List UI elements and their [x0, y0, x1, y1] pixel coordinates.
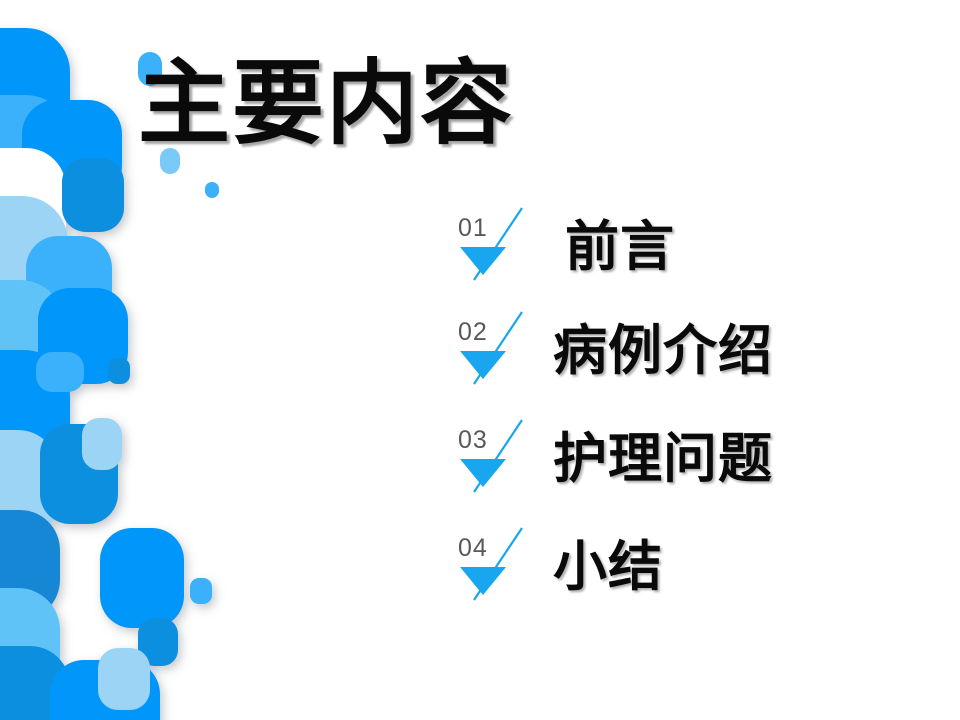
decorative-blob-16	[100, 528, 184, 628]
decorative-blob-18	[0, 588, 60, 698]
triangle-down-icon	[460, 459, 506, 487]
decorative-blob-4	[62, 158, 124, 232]
slash-line	[473, 207, 523, 281]
agenda-item-02[interactable]: 02 病例介绍	[452, 310, 952, 414]
agenda-marker: 02	[452, 310, 548, 390]
agenda-list: 01 前言 02 病例介绍 03 护理问题 04 小结	[452, 206, 952, 626]
agenda-item-number: 01	[458, 214, 488, 242]
agenda-item-04[interactable]: 04 小结	[452, 526, 952, 630]
agenda-item-label: 护理问题	[553, 427, 773, 490]
diagonal-slash-icon	[452, 206, 548, 286]
decorative-blob-15	[0, 510, 60, 620]
agenda-marker: 04	[452, 526, 548, 606]
page-title: 主要内容	[138, 50, 515, 157]
decorative-blob-12	[0, 430, 58, 540]
decorative-blob-10	[36, 352, 84, 392]
triangle-down-icon	[460, 567, 506, 595]
triangle-down-icon	[460, 351, 506, 379]
slash-line	[473, 419, 523, 493]
agenda-item-number: 04	[458, 534, 488, 562]
decorative-blob-1	[0, 95, 70, 225]
accent-dot-2	[205, 182, 219, 198]
slash-line	[473, 311, 523, 385]
diagonal-slash-icon	[452, 418, 548, 498]
decorative-blob-14	[82, 418, 122, 470]
diagonal-slash-icon	[452, 310, 548, 390]
triangle-down-icon	[460, 247, 506, 275]
decorative-blob-0	[0, 28, 70, 153]
decorative-blob-5	[0, 196, 68, 336]
decorative-blob-3	[0, 148, 66, 268]
decorative-blob-21	[50, 660, 160, 720]
decorative-blob-13	[40, 424, 118, 524]
agenda-item-03[interactable]: 03 护理问题	[452, 418, 952, 522]
decorative-blob-7	[0, 280, 64, 400]
decorative-blob-8	[38, 288, 128, 384]
decorative-blob-6	[26, 236, 112, 344]
slash-line	[473, 527, 523, 601]
agenda-item-label: 前言	[565, 215, 675, 278]
agenda-marker: 03	[452, 418, 548, 498]
agenda-marker: 01	[452, 206, 548, 286]
decorative-blob-11	[108, 358, 130, 384]
diagonal-slash-icon	[452, 526, 548, 606]
agenda-item-number: 03	[458, 426, 488, 454]
decorative-blob-22	[98, 648, 150, 710]
decorative-blob-2	[22, 100, 122, 200]
decorative-blob-20	[0, 646, 70, 720]
agenda-item-01[interactable]: 01 前言	[452, 206, 952, 310]
decorative-blob-9	[0, 350, 70, 470]
decorative-blob-17	[190, 578, 212, 604]
agenda-item-label: 病例介绍	[553, 319, 773, 382]
agenda-item-number: 02	[458, 318, 488, 346]
decorative-blob-19	[138, 618, 178, 666]
agenda-item-label: 小结	[553, 535, 663, 598]
